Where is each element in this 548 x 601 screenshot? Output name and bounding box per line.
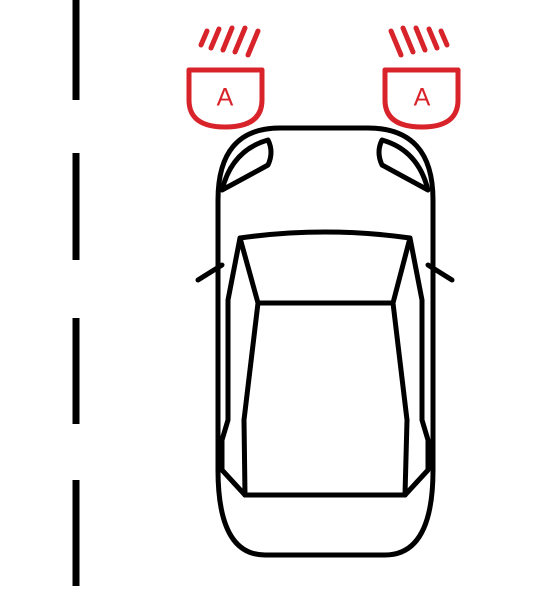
rear-window <box>244 420 407 495</box>
left-lamp-letter: A <box>217 84 234 112</box>
car-top-view <box>198 128 452 555</box>
car-body-outline <box>218 128 433 555</box>
left-auto-headlight-icon: A <box>189 28 262 127</box>
windshield <box>240 232 410 303</box>
right-auto-headlight-icon: A <box>385 28 458 127</box>
right-lamp-letter: A <box>414 84 431 112</box>
cabin-left-side <box>222 238 245 495</box>
